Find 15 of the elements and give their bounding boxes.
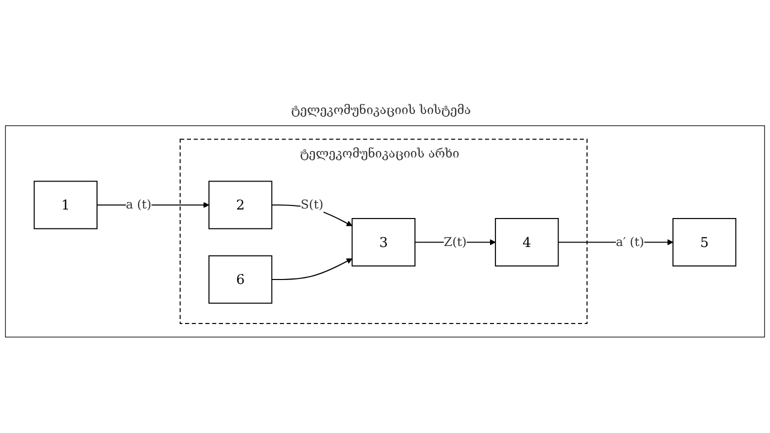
edge-label: S(t) xyxy=(300,198,324,212)
node-label: ტელეკომუნიკაციის სისტემა xyxy=(290,103,471,118)
node-box: 5 xyxy=(672,218,736,266)
arrow xyxy=(272,258,352,280)
node-box: 1 xyxy=(34,180,98,230)
node-box: 4 xyxy=(494,218,559,266)
cluster xyxy=(5,125,765,338)
arrow xyxy=(272,204,352,226)
edge-label: a (t) xyxy=(126,198,152,212)
node-box: 6 xyxy=(208,255,272,304)
arrow xyxy=(414,239,496,246)
edge-label: a′ (t) xyxy=(616,235,644,250)
edge-label: Z(t) xyxy=(444,235,467,250)
node-box: 3 xyxy=(352,218,416,266)
node-box: 2 xyxy=(208,180,272,230)
